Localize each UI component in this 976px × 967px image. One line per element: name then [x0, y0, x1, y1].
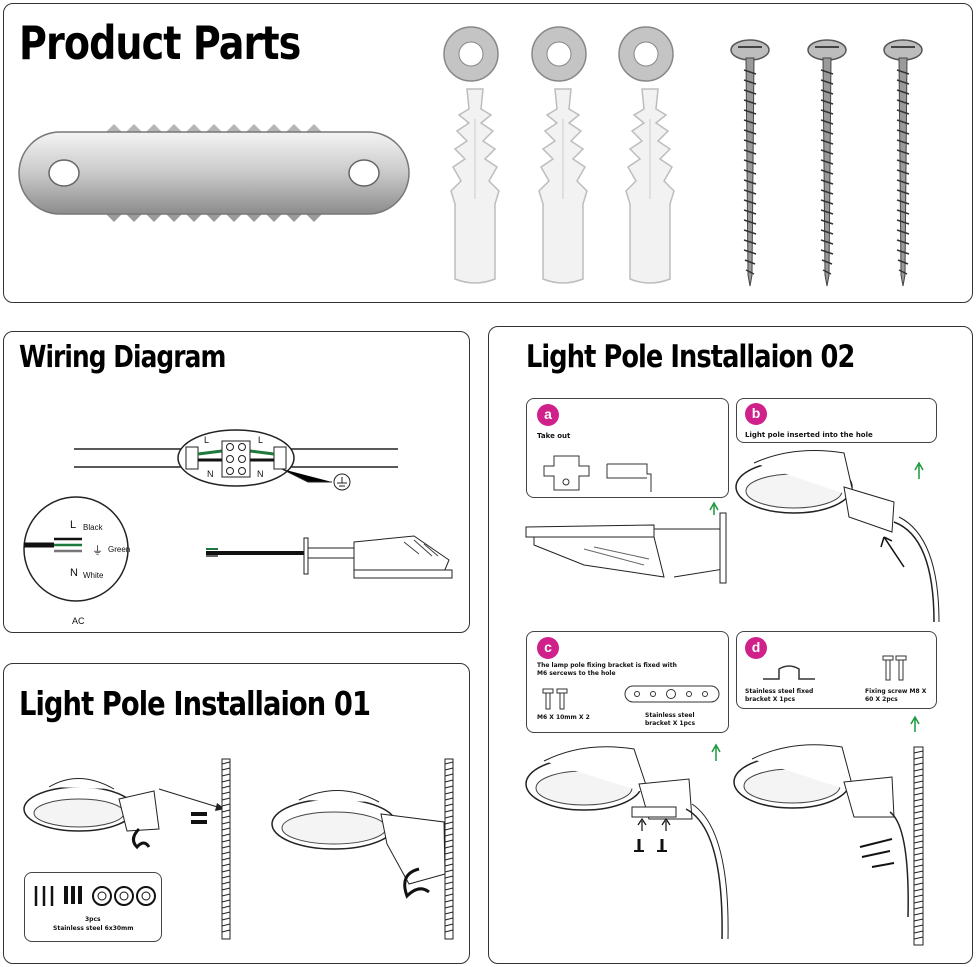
step-c-bracket: Stainless steel bracket X 1pcs	[645, 712, 696, 727]
wire-n-letter: N	[70, 567, 78, 579]
step-a-badge: a	[537, 404, 559, 426]
washer-icon	[618, 26, 674, 82]
step-d-bracket: Stainless steel fixed bracket X 1pcs	[745, 688, 814, 703]
pole-install-01-panel: Light Pole Installaion 01	[3, 663, 470, 964]
step-d-box: d Stainless steel fixed bracket X 1pcs F…	[736, 631, 937, 709]
step-d-screw: Fixing screw M8 X 60 X 2pcs	[865, 688, 927, 703]
step-c-box: c The lamp pole fixing bracket is fixed …	[526, 631, 729, 733]
pole-install-01-title: Light Pole Installaion 01	[19, 684, 371, 723]
ac-label: AC	[72, 616, 85, 626]
step-c-screws: M6 X 10mm X 2	[537, 714, 590, 721]
pole-install-02-panel: Light Pole Installaion 02 a Take out b L…	[488, 326, 973, 964]
lamp-step-d-icon	[733, 715, 924, 946]
connector-label-l-right: L	[258, 435, 264, 445]
sawtooth-hanger-icon	[18, 124, 410, 222]
wiring-diagram-title: Wiring Diagram	[19, 340, 226, 375]
washer-icon	[531, 26, 587, 82]
screw-kit-qty: 3pcs	[85, 916, 101, 923]
screw-set-icon	[34, 886, 156, 906]
wire-white-label: White	[83, 571, 104, 580]
ground-symbol-icon: ⏚	[92, 545, 103, 557]
product-parts-panel: Product Parts	[3, 3, 973, 303]
lamp-step-b-icon	[735, 450, 940, 623]
bracket-plate-icon	[624, 685, 720, 703]
product-parts-title: Product Parts	[19, 16, 301, 70]
lamp-step-a-icon	[525, 501, 727, 584]
wall-anchor-icon	[450, 88, 500, 284]
connector-diagram	[74, 429, 398, 491]
pole-install-02-title: Light Pole Installaion 02	[526, 339, 855, 375]
connector-label-l-left: L	[204, 435, 210, 445]
lamp-mounted-icon	[271, 790, 446, 899]
washer-icon	[443, 26, 499, 82]
fixed-bracket-icon	[763, 665, 815, 680]
screw-kit-box: 3pcs Stainless steel 6x30mm	[24, 872, 162, 942]
wire-green-label: Green	[108, 545, 131, 554]
step-a-text: Take out	[537, 432, 571, 440]
m8-screws-icon	[882, 655, 907, 681]
screw-icon	[883, 39, 923, 287]
bracket-parts-icon	[543, 455, 652, 492]
step-b-badge: b	[745, 403, 767, 425]
wire-l-letter: L	[70, 519, 77, 531]
screw-icon	[807, 39, 847, 287]
m6-screws-icon	[542, 688, 568, 710]
wiring-diagram-panel: Wiring Diagram L L N N L Black ⏚ Green N…	[3, 331, 470, 633]
mount-bolt-pair-icon	[191, 812, 207, 824]
step-b-box: b Light pole inserted into the hole	[736, 398, 937, 443]
pole-icon	[444, 758, 454, 940]
step-c-badge: c	[537, 637, 559, 659]
lamp-before-mount-icon	[23, 778, 225, 850]
ac-wire-diagram	[23, 496, 129, 602]
step-a-box: a Take out	[526, 398, 729, 498]
wire-black-label: Black	[83, 523, 103, 532]
lamp-step-c-icon	[525, 743, 729, 940]
step-b-text: Light pole inserted into the hole	[745, 431, 873, 439]
wall-anchor-icon	[625, 88, 675, 284]
screw-kit-spec: Stainless steel 6x30mm	[53, 925, 134, 932]
connector-label-n-right: N	[257, 469, 264, 479]
step-d-badge: d	[745, 637, 767, 659]
wall-anchor-icon	[538, 88, 588, 284]
pole-icon	[221, 758, 231, 940]
step-c-text: The lamp pole fixing bracket is fixed wi…	[537, 662, 677, 677]
lamp-side-view-icon	[206, 535, 453, 579]
connector-label-n-left: N	[207, 469, 214, 479]
screw-icon	[730, 39, 770, 287]
